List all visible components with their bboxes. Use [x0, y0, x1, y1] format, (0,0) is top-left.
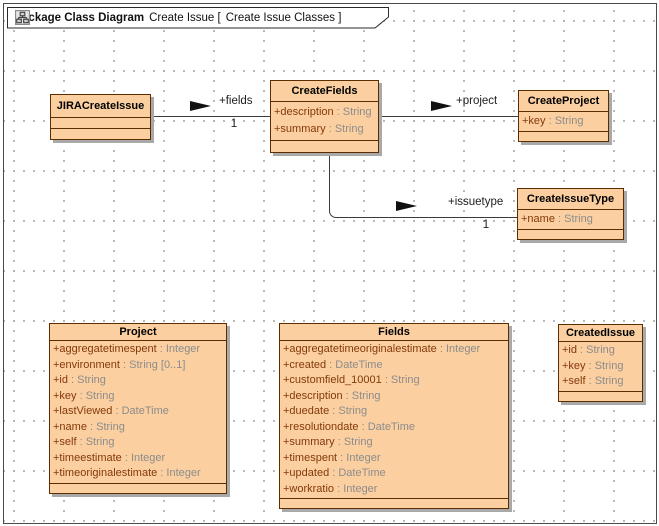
attribute: +timeestimate : Integer: [53, 451, 166, 464]
attribute: +id : String: [562, 344, 615, 356]
class-empty-compartment: [559, 390, 642, 401]
attribute: +description : String: [274, 106, 372, 118]
association-project-line[interactable]: [379, 116, 518, 117]
class-title: CreateIssueType: [526, 193, 615, 205]
attribute: +resolutiondate : DateTime: [283, 420, 415, 433]
association-issuetype-line[interactable]: [329, 150, 518, 218]
attribute: +summary : String: [283, 436, 373, 448]
class-attributes: +aggregatetimeoriginalestimate : Integer…: [280, 340, 508, 498]
class-title: Fields: [378, 326, 410, 338]
class-createissuetype[interactable]: CreateIssueType +name : String: [517, 188, 624, 240]
attribute: +self : String: [53, 436, 115, 448]
attribute: +duedate : String: [283, 405, 368, 417]
navigability-arrow-icon: [190, 101, 211, 111]
class-attributes: +id : String +key : String +self : String: [559, 341, 642, 391]
attribute: +aggregatetimespent : Integer: [53, 343, 201, 355]
class-createfields[interactable]: CreateFields +description : String +summa…: [270, 80, 379, 153]
attribute: +aggregatetimeoriginalestimate : Integer: [283, 343, 481, 355]
class-createproject[interactable]: CreateProject +key : String: [518, 90, 609, 142]
class-empty-compartment: [50, 482, 226, 493]
association-fields-line[interactable]: [151, 116, 270, 117]
diagram-frame: package Class Diagram Create Issue [ Cre…: [3, 3, 657, 524]
class-attributes: +aggregatetimespent : Integer +environmen…: [50, 340, 226, 483]
attribute: +created : DateTime: [283, 358, 383, 371]
class-diagram-icon: [15, 10, 30, 25]
class-empty-compartment: [51, 117, 150, 128]
class-empty-compartment: [518, 229, 623, 239]
class-attributes: +key : String: [519, 111, 608, 131]
class-title: CreateFields: [291, 85, 358, 97]
navigability-arrow-icon: [431, 101, 452, 111]
attribute: +summary : String: [274, 123, 364, 135]
class-project[interactable]: Project +aggregatetimespent : Integer +en…: [49, 323, 227, 494]
diagram-kind-label: package Class Diagram: [15, 12, 145, 24]
attribute: +environment : String [0..1]: [53, 358, 186, 371]
attribute: +description : String: [283, 389, 381, 402]
attribute: +name : String: [53, 420, 125, 433]
attribute: +self : String: [562, 375, 624, 387]
class-title: Project: [119, 326, 157, 338]
attribute: +customfield_10001 : String: [283, 374, 420, 386]
association-multiplicity-fields[interactable]: 1: [230, 118, 238, 130]
attribute: +key : String: [562, 359, 624, 372]
attribute: +updated : DateTime: [283, 467, 386, 479]
attribute: +key : String: [522, 115, 584, 127]
attribute: +workratio : Integer: [283, 482, 378, 495]
class-empty-compartment: [519, 131, 608, 141]
class-empty-compartment: [271, 140, 378, 152]
diagram-context-label: Create Issue [: [149, 12, 221, 24]
class-attributes: +name : String: [518, 209, 623, 229]
class-empty-compartment: [280, 498, 508, 508]
class-attributes: +description : String +summary : String: [271, 101, 378, 140]
association-multiplicity-issuetype[interactable]: 1: [482, 219, 490, 231]
association-role-fields[interactable]: +fields: [219, 95, 253, 107]
attribute: +timespent : Integer: [283, 451, 381, 464]
diagram-name-tab[interactable]: package Class Diagram Create Issue [ Cre…: [7, 7, 390, 29]
class-title: JIRACreateIssue: [56, 100, 145, 112]
attribute: +id : String: [53, 374, 106, 386]
class-title: CreateProject: [527, 95, 600, 107]
attribute: +key : String: [53, 389, 115, 402]
tab-outline: [7, 7, 389, 29]
association-role-issuetype[interactable]: +issuetype: [448, 196, 504, 208]
navigability-arrow-icon: [396, 201, 417, 211]
attribute: +name : String: [521, 213, 593, 225]
association-role-project[interactable]: +project: [456, 95, 498, 107]
attribute: +lastViewed : DateTime: [53, 405, 169, 417]
class-createdissue[interactable]: CreatedIssue +id : String +key : String +s…: [558, 324, 643, 402]
diagram-name-label: Create Issue Classes ]: [225, 12, 342, 24]
attribute: +timeoriginalestimate : Integer: [53, 467, 201, 479]
class-empty-compartment: [51, 128, 150, 139]
class-fields[interactable]: Fields +aggregatetimeoriginalestimate : …: [279, 323, 509, 509]
class-title: CreatedIssue: [565, 327, 636, 339]
class-jiracreateissue[interactable]: JIRACreateIssue: [50, 94, 151, 140]
